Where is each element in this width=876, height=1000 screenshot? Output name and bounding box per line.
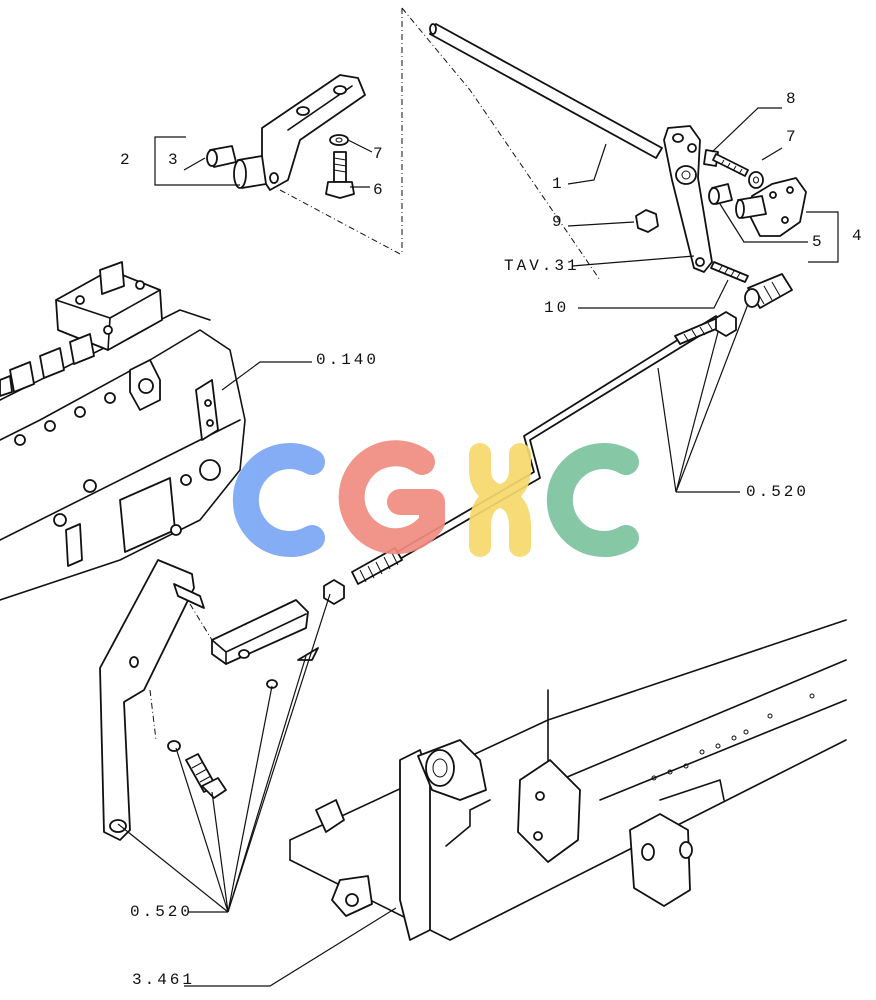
- bushing-3: [206, 145, 237, 168]
- spacer-2: [233, 155, 267, 189]
- stud-10: [710, 261, 749, 283]
- callout-3: 3: [168, 151, 181, 169]
- callout-0-140: 0.140: [316, 351, 380, 369]
- leader-lines: [117, 107, 839, 987]
- phantom-bracket-frame: [279, 7, 601, 281]
- callout-8: 8: [786, 90, 799, 108]
- nut-9: [635, 209, 659, 233]
- rod-nut-lower: [323, 579, 345, 605]
- mounting-plate-4: [735, 177, 807, 237]
- watermark-letter-c2: [546, 443, 639, 557]
- chassis-frame: [289, 619, 847, 941]
- cgsc-watermark-logo: [232, 440, 639, 557]
- washer-7-right: [748, 171, 764, 189]
- cotter-pin: [297, 647, 319, 661]
- bolt-6: [325, 151, 355, 199]
- callout-5: 5: [812, 233, 825, 251]
- upper-bracket-assembly: [206, 74, 366, 199]
- callout-9: 9: [552, 213, 565, 231]
- callout-0-520-left: 0.520: [130, 903, 194, 921]
- callout-7-right: 7: [786, 128, 799, 146]
- callout-6: 6: [373, 181, 386, 199]
- bushing-5: [708, 183, 733, 205]
- injection-pump: [0, 261, 246, 601]
- callout-4: 4: [852, 227, 865, 245]
- callout-2: 2: [120, 151, 133, 169]
- callout-3-461: 3.461: [132, 971, 196, 989]
- callout-7-left: 7: [373, 145, 386, 163]
- callout-10: 10: [544, 299, 570, 317]
- delivery-valves: [0, 333, 95, 397]
- lower-bolt: [185, 753, 227, 799]
- callout-0-520-right: 0.520: [746, 483, 810, 501]
- callout-1: 1: [552, 175, 565, 193]
- ball-joint: [744, 273, 793, 309]
- shaft-1: [429, 23, 663, 159]
- washer-7-left: [329, 134, 349, 146]
- callout-tav-31: TAV.31: [504, 257, 580, 275]
- frame-clevis: [629, 813, 691, 907]
- bolt-8: [703, 149, 749, 177]
- rod-nut-upper: [715, 311, 737, 337]
- watermark-letter-g: [338, 440, 445, 555]
- watermark-letter-s: [469, 443, 531, 557]
- lower-lever-arm: [99, 559, 319, 841]
- lever-assembly: [635, 125, 807, 309]
- linkage-rod: [323, 311, 737, 605]
- watermark-letter-c1: [232, 443, 325, 557]
